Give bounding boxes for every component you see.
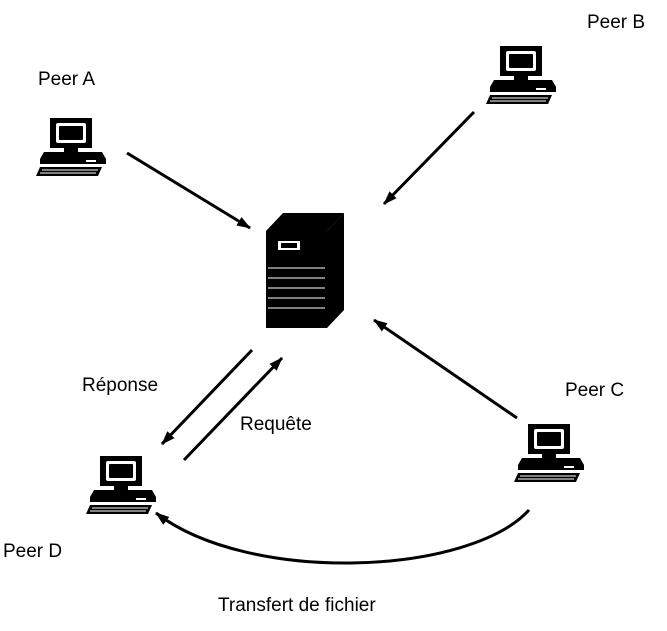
arrow-request bbox=[182, 356, 284, 462]
peer-b-label: Peer B bbox=[587, 12, 646, 33]
request-label: Requête bbox=[240, 414, 312, 435]
file-transfer-label: Transfert de fichier bbox=[218, 595, 376, 616]
peer-d-computer-icon bbox=[85, 455, 157, 515]
peer-a-label: Peer A bbox=[38, 69, 96, 90]
arrow-file-transfer bbox=[155, 508, 531, 565]
peer-b-computer-icon bbox=[485, 45, 557, 105]
server-icon bbox=[266, 213, 344, 328]
peer-c-label: Peer C bbox=[565, 380, 625, 401]
peer-d-label: Peer D bbox=[3, 541, 63, 562]
peer-a-computer-icon bbox=[35, 117, 107, 177]
arrow-peer-b-to-server bbox=[382, 110, 476, 206]
peer-c-computer-icon bbox=[513, 423, 585, 483]
response-label: Réponse bbox=[82, 375, 159, 396]
arrow-peer-c-to-server bbox=[373, 318, 518, 420]
arrow-peer-a-to-server bbox=[126, 151, 251, 230]
arrow-response bbox=[160, 348, 254, 446]
